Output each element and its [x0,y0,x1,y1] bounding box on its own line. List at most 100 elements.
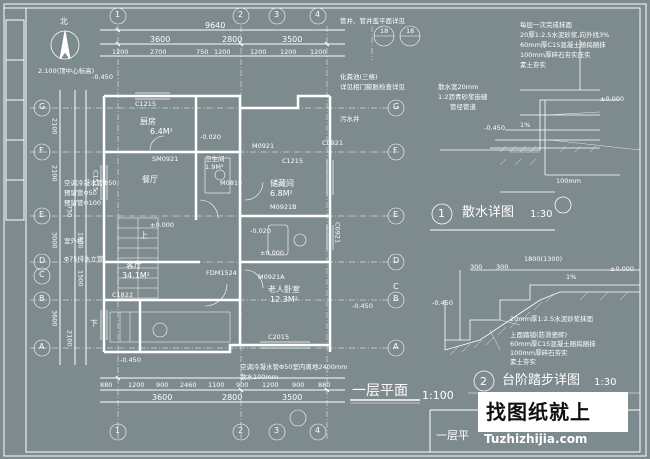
dim-top-sub-6: 1200 [280,48,297,56]
axis-top-1: 1 [115,10,121,19]
axis-bottom-4: 4 [315,426,321,435]
dim-bottom-sub-3: 900 [156,381,169,389]
axis-left-D: D [39,256,46,265]
dim-left-4: 1800 [76,232,85,249]
code-window-5: C2015 [268,333,290,341]
detail2-dim-3: 300 [496,263,509,271]
elev-7: -0.450 [352,302,373,310]
note-septic: 化粪池(三格) [340,73,378,81]
dim-bottom-span-2: 2800 [222,393,243,402]
axis-left-F: F [39,146,44,155]
room-bedroom-area: 12.3M² [270,295,298,304]
code-window-7: C0921 [322,139,344,147]
dim-left-7: 3600 [50,310,59,327]
dim-bottom-sub-1: 880 [100,381,113,389]
code-door-a: M0921A [258,273,285,281]
detail1-scale: 1:30 [530,209,553,220]
dim-top-span-1: 3600 [150,35,171,44]
axis-right-A: A [393,342,399,351]
detail1-title: 散水详图 [462,205,515,220]
axis-left-G: G [39,102,46,111]
dim-top-sub-1: 1200 [112,48,129,56]
dim-top-sub-3: 750 [196,48,209,56]
dim-bottom-sub-6: 900 [236,381,249,389]
room-toilet-area: 1.9M² [205,163,224,171]
axis-left-C: C [39,270,45,279]
plan-title: 一层平面 [352,383,408,399]
note-drain-pipe: Φ75排水立管 [64,255,104,263]
note-outdoor-unit: 室外机 [64,237,84,245]
room-bedroom: 老人卧室 [268,285,300,294]
axis-right-D: D [393,256,400,265]
axis-bottom-3: 3 [274,426,280,435]
room-kitchen: 厨房 [140,117,156,126]
code-window-4: C1822 [112,291,134,299]
axis-right-E: E [393,210,399,219]
axis-left-E: E [39,210,45,219]
stair-down-label: 下 [90,319,98,328]
detail2-dim-6: 1% [566,273,577,281]
note-reserved-100: 预留管Φ100 [64,199,102,207]
elev-4: ±0.000 [260,249,285,257]
detail2-title: 台阶踏步详图 [502,373,581,388]
detail2-note-3: 60mm厚C15混凝土随捣随抹 [510,340,596,348]
detail2-note-4: 100mm厚碎石夯实 [510,349,568,357]
detail1-note-9: 管径管道 [450,103,476,111]
detail1-level-1: ±0.000 [600,95,625,103]
detail2-note-5: 素土夯实 [510,358,536,366]
code-door-0921: M0921 [252,142,275,150]
axis-top-4: 4 [315,10,321,19]
elev-1: -0.450 [92,73,113,81]
room-living-area: 34.1M² [122,271,150,280]
dim-top-span-3: 3500 [282,35,303,44]
axis-right-G: G [393,102,400,111]
note-pipe-well: 管井、管井盖平面详见 [340,17,405,25]
axis-bottom-1: 1 [115,426,121,435]
detail1-note-5: 素土夯实 [520,61,546,69]
dim-bottom-sub-7: 1200 [262,381,279,389]
stair-up-label: 上 [140,231,148,240]
note-sewer-well: 污水井 [340,115,360,123]
code-door-sm: SM0921 [152,155,179,163]
room-living: 客厅 [126,261,142,270]
watermark-box [478,392,628,432]
dim-bottom-sub-8: 900 [292,381,305,389]
axis-left-A: A [39,342,45,351]
axis-right-B: B [393,294,399,303]
dim-bottom-sub-4: 2460 [180,381,197,389]
dim-bottom-sub-9: 880 [318,381,331,389]
axis-right-C: C [393,282,399,291]
note-reserved-50: 预留管Φ50 [64,189,97,197]
detail1-note-4: 100mm厚碎石夯实压实 [520,51,591,59]
note-apron: 散水100mm [240,373,279,381]
dim-top-sub-2: 2700 [150,48,167,56]
code-window-3: C1515 [91,170,100,192]
dim-left-5: 3000 [50,232,59,249]
detail2-dim-5: -0.450 [432,299,453,307]
dim-top-sub-7: 1200 [310,48,327,56]
dim-top-total: 9640 [205,21,226,30]
dim-left-8: 2100 [65,330,74,347]
room-toilet: 卫生间 [205,155,225,163]
axis-top-3: 3 [274,10,280,19]
room-storage: 储藏间 [270,179,294,188]
room-kitchen-area: 6.4M² [150,127,173,136]
dim-top-sub-4: 1200 [214,48,231,56]
code-window-2: C1215 [282,157,304,165]
axis-right-F: F [393,146,398,155]
detail2-dim-1: 1800(1300) [524,255,563,263]
code-window-6: C0921 [333,222,342,244]
detail1-level-2: -0.450 [484,124,505,132]
dim-bottom-sub-2: 1200 [128,381,145,389]
note-roof-level: 2.100(顶中心标高) [38,67,95,75]
elev-2: ±0.000 [150,221,175,229]
note-ac-bottom: 空调冷凝水管Φ50室内离地2400mm [240,363,348,371]
detail1-number: 1 [438,207,445,220]
detail2-number: 2 [480,375,487,388]
dim-left-2: 2100 [50,165,59,182]
note-inspection: 详见相门膨胀检查详见 [340,83,405,91]
detail1-note-2: 20厚1:2.5水泥砂浆,向外找3% [520,31,610,39]
dim-bottom-sub-5: 1100 [208,381,225,389]
detail1-note-1: 每层一次完成抹面 [520,21,572,29]
